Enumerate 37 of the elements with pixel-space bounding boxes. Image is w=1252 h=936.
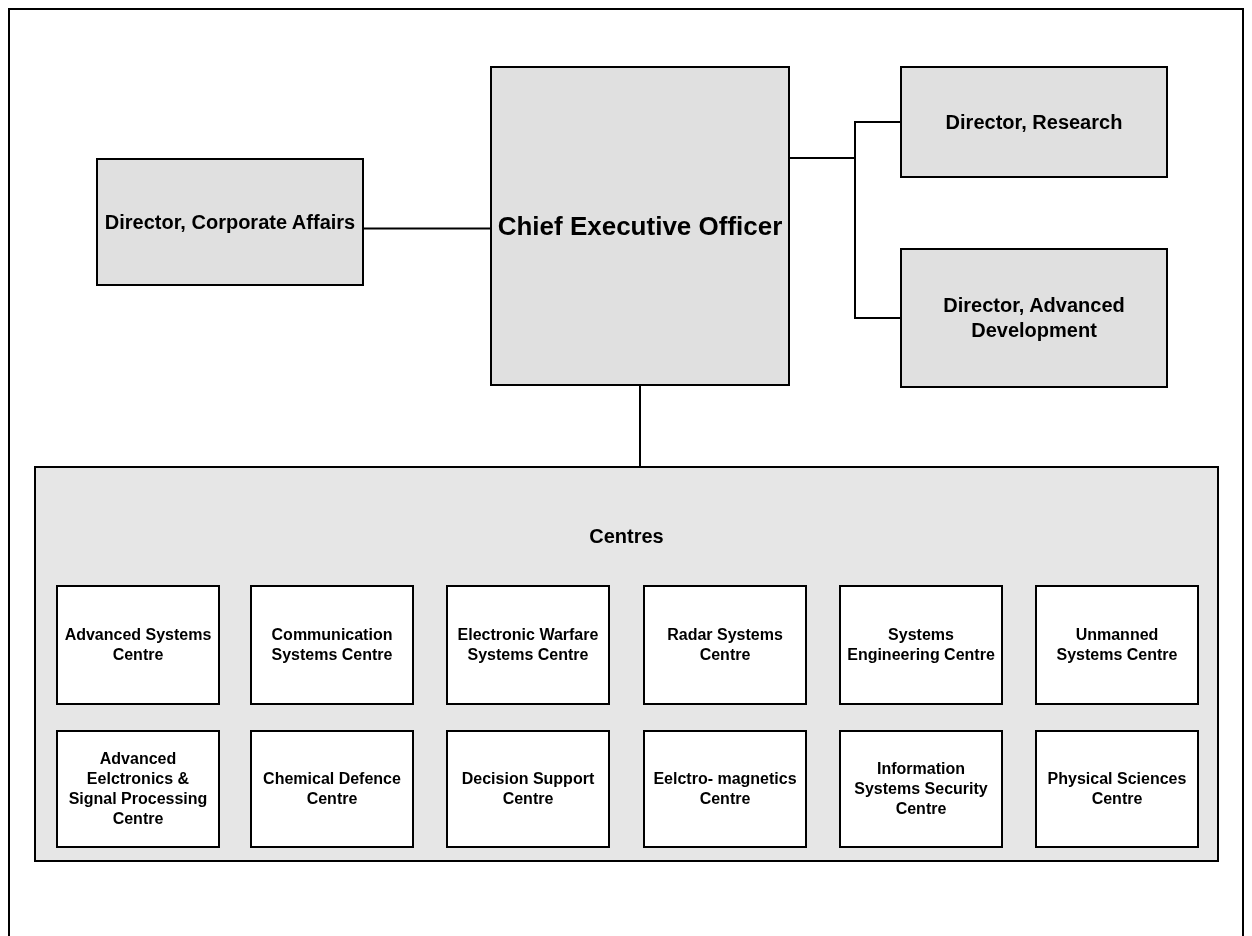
connector-line: [789, 157, 901, 319]
org-box: [56, 730, 220, 848]
org-box: [250, 585, 414, 705]
group-heading: Centres: [588, 524, 665, 549]
box-label: Systems Engineering Centre: [846, 625, 996, 665]
org-box: [1035, 730, 1199, 848]
box-label: Decision Support Centre: [460, 769, 596, 809]
box-label: Radar Systems Centre: [666, 625, 784, 665]
org-box: [643, 730, 807, 848]
box-label: Director, Research: [944, 109, 1124, 135]
org-box: [96, 158, 364, 286]
org-box: [839, 730, 1003, 848]
org-box: [250, 730, 414, 848]
box-label: Electronic Warfare Systems Centre: [456, 625, 600, 665]
org-box: [839, 585, 1003, 705]
box-label: Eelctro- magnetics Centre: [652, 769, 798, 809]
box-label: Unmanned Systems Centre: [1055, 625, 1179, 665]
box-label: Communication Systems Centre: [270, 625, 394, 665]
box-label: Chemical Defence Centre: [262, 769, 402, 809]
box-label: Chief Executive Officer: [496, 209, 784, 243]
box-label: Physical Sciences Centre: [1046, 769, 1188, 809]
org-box: [56, 585, 220, 705]
org-box: [643, 585, 807, 705]
connector-line: [363, 227, 491, 230]
box-label: Information Systems Security Centre: [853, 759, 989, 819]
org-box: [900, 66, 1168, 178]
connector-line: [639, 385, 641, 467]
group-panel: [34, 466, 1219, 862]
org-box: [446, 730, 610, 848]
org-box: [490, 66, 790, 386]
org-box: [446, 585, 610, 705]
box-label: Director, Corporate Affairs: [103, 209, 357, 235]
box-label: Advanced Systems Centre: [63, 625, 213, 665]
org-box: [900, 248, 1168, 388]
box-label: Director, Advanced Development: [942, 293, 1126, 343]
box-label: Advanced Eelctronics & Signal Processing Centre: [67, 749, 209, 829]
org-box: [1035, 585, 1199, 705]
